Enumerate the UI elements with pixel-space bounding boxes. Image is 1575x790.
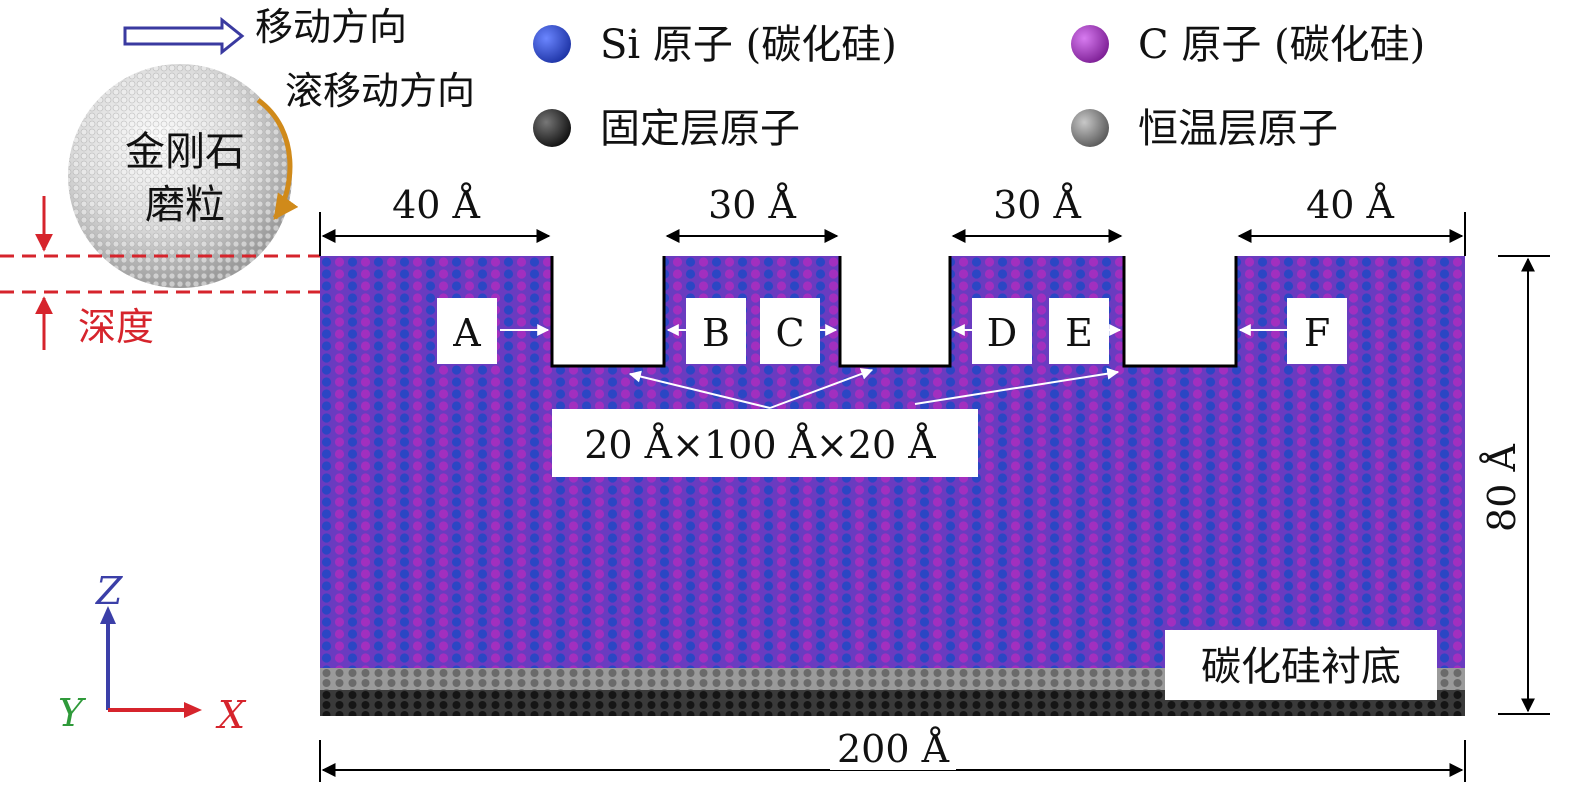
- legend-si-label: Si 原子 (碳化硅): [600, 22, 897, 68]
- groove-outlines: [550, 256, 1238, 368]
- label-b: B: [702, 311, 730, 355]
- axes-icon: Z Y X: [58, 569, 247, 737]
- label-f: F: [1304, 311, 1330, 355]
- top-dimensions: 40 Å 30 Å 30 Å 40 Å: [319, 183, 1466, 256]
- label-c: C: [775, 311, 804, 355]
- axis-y-label: Y: [58, 691, 87, 735]
- hollow-arrow-icon: [123, 16, 245, 56]
- move-direction-label: 移动方向: [255, 5, 407, 49]
- groove-size-callout: 20 Å×100 Å×20 Å: [552, 367, 1120, 477]
- legend-si-icon: [533, 25, 571, 63]
- move-direction: 移动方向: [123, 5, 407, 56]
- groove-size-label: 20 Å×100 Å×20 Å: [584, 423, 936, 467]
- dim-30-left: 30 Å: [708, 183, 796, 227]
- depth-label: 深度: [78, 305, 154, 349]
- legend-thermostat-label: 恒温层原子: [1138, 106, 1338, 152]
- width-dim-label: 200 Å: [837, 727, 950, 771]
- label-e: E: [1065, 311, 1093, 355]
- abrasive-label-2: 磨粒: [145, 182, 225, 228]
- depth-indicator: 深度: [0, 196, 320, 350]
- dim-40-right: 40 Å: [1306, 183, 1394, 227]
- legend-thermostat-icon: [1071, 109, 1109, 147]
- substrate-label: 碳化硅衬底: [1201, 644, 1401, 690]
- dim-40-left: 40 Å: [392, 183, 480, 227]
- legend-c-label: C 原子 (碳化硅): [1138, 22, 1425, 68]
- roll-arrow-icon: [256, 97, 299, 221]
- label-d: D: [987, 311, 1017, 355]
- abrasive-label-1: 金刚石: [125, 129, 245, 175]
- width-dimension: 200 Å: [319, 727, 1466, 782]
- diamond-abrasive: 金刚石 磨粒: [68, 64, 299, 288]
- dim-30-right: 30 Å: [993, 183, 1081, 227]
- roll-direction-label: 滚移动方向: [285, 69, 475, 113]
- axis-z-label: Z: [95, 569, 123, 613]
- label-a: A: [452, 311, 481, 355]
- legend: Si 原子 (碳化硅) C 原子 (碳化硅) 固定层原子 恒温层原子: [533, 22, 1425, 152]
- axis-x-label: X: [215, 693, 247, 737]
- legend-fixed-icon: [533, 109, 571, 147]
- legend-c-icon: [1071, 25, 1109, 63]
- legend-fixed-label: 固定层原子: [600, 106, 800, 152]
- height-dimension: 80 Å: [1480, 255, 1550, 715]
- height-dim-label: 80 Å: [1480, 444, 1524, 532]
- groove-labels: A B C D E F: [437, 298, 1347, 364]
